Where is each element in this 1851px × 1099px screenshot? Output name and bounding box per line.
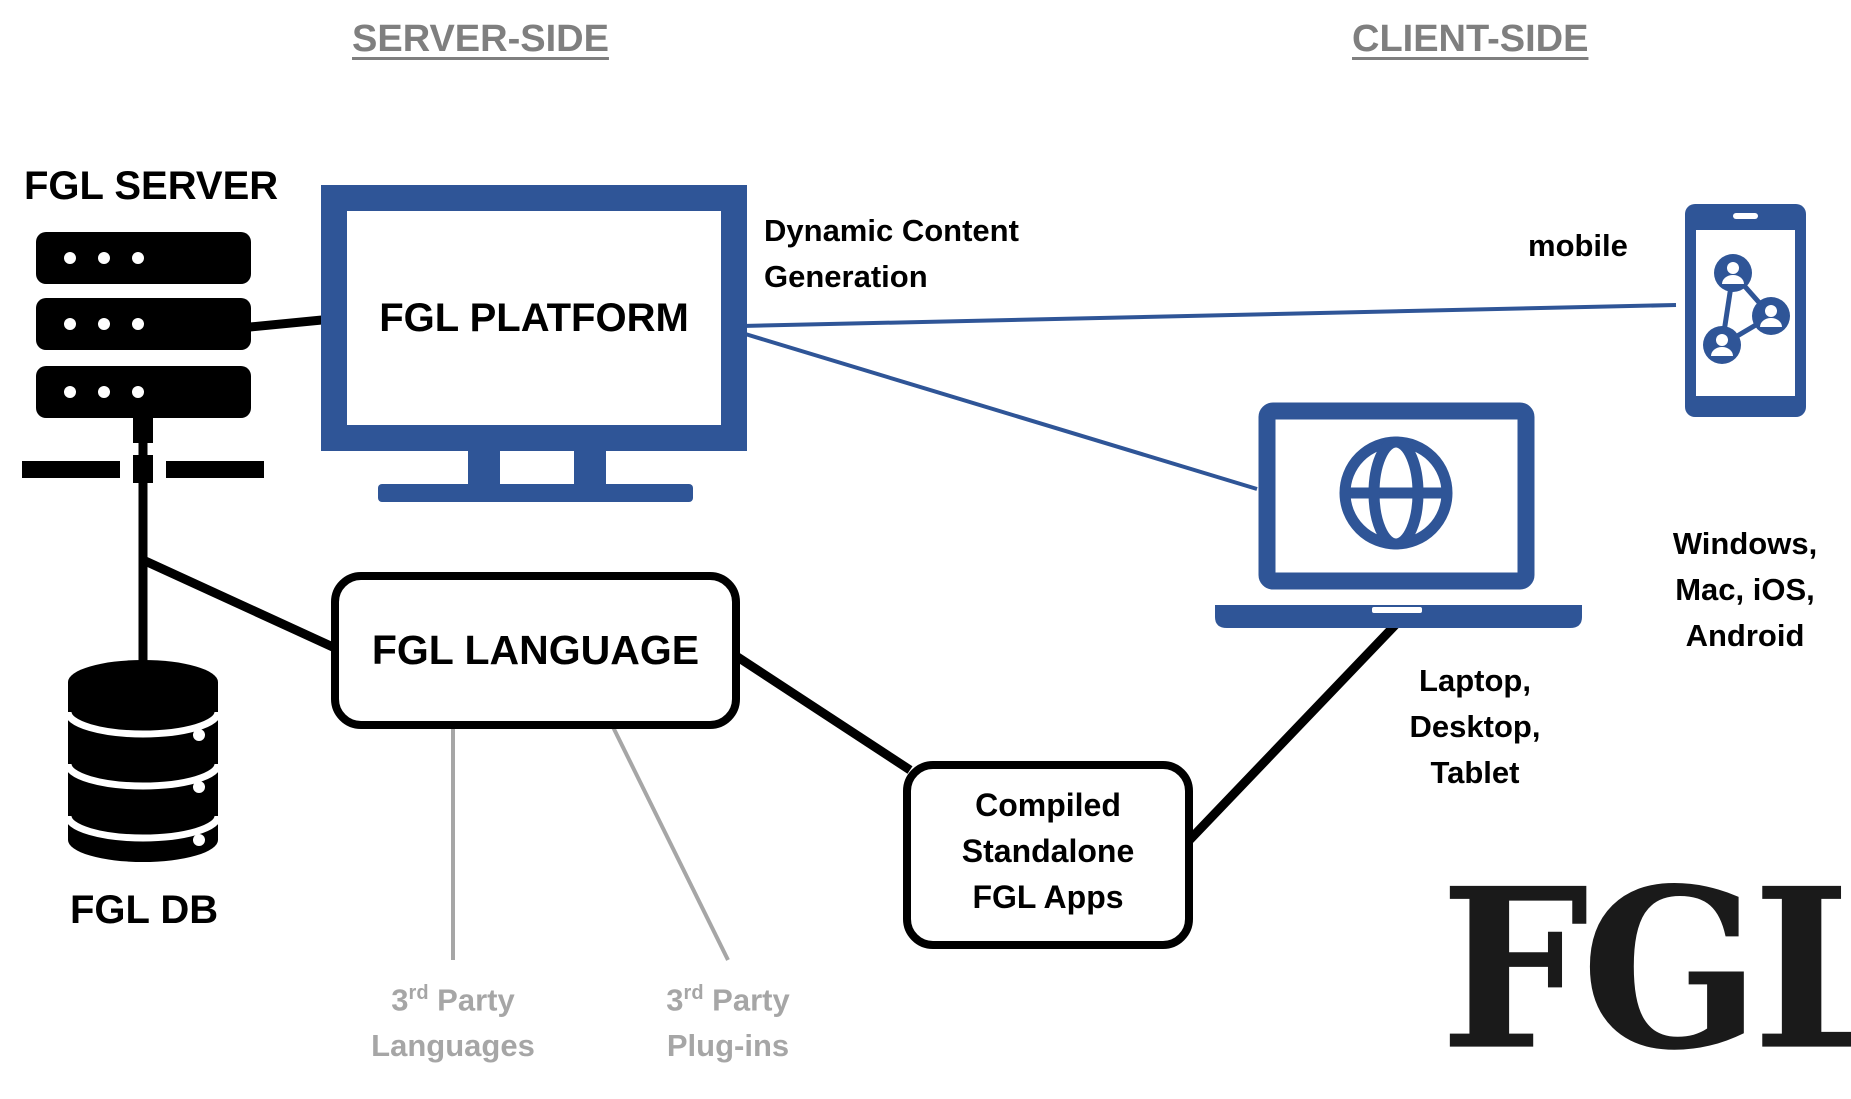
server-to-language-line bbox=[141, 555, 337, 653]
os-line-1: Windows, bbox=[1672, 526, 1818, 561]
language-label: FGL LANGUAGE bbox=[371, 627, 700, 673]
laptop-line-2: Desktop, bbox=[1409, 709, 1541, 744]
language-to-3rd-plugins-line bbox=[610, 724, 730, 961]
third-party-languages-label: 3rd Party Languages bbox=[353, 970, 553, 1069]
mobile-phone-icon bbox=[1685, 204, 1806, 417]
laptop-devices-label: Laptop, Desktop, Tablet bbox=[1385, 658, 1565, 796]
laptop-line-1: Laptop, bbox=[1419, 663, 1531, 698]
server-to-platform-line bbox=[249, 315, 323, 332]
compiled-apps-box bbox=[903, 761, 1193, 949]
fgl-logo: FGL bbox=[1440, 839, 1851, 1099]
laptop-line-3: Tablet bbox=[1430, 755, 1520, 790]
third-party-plugins-label: 3rd Party Plug-ins bbox=[628, 970, 828, 1069]
globe-icon bbox=[1339, 436, 1453, 550]
compiled-to-laptop-line bbox=[1176, 616, 1404, 854]
client-side-heading: CLIENT-SIDE bbox=[1352, 18, 1589, 60]
language-box bbox=[331, 572, 740, 729]
diagram-canvas bbox=[22, 185, 1806, 961]
user-network-icon bbox=[1703, 254, 1790, 364]
mobile-label: mobile bbox=[1528, 228, 1628, 263]
db-label: FGL DB bbox=[70, 888, 219, 932]
os-line-2: Mac, iOS, bbox=[1675, 572, 1815, 607]
dynamic-content-label: Dynamic Content Generation bbox=[764, 208, 1019, 300]
platform-to-mobile-line bbox=[741, 303, 1677, 328]
language-to-compiled-line bbox=[727, 648, 913, 774]
monitor-icon bbox=[321, 185, 747, 502]
third-party-plugins-line-2: Plug-ins bbox=[666, 1028, 790, 1064]
third-party-languages-line-2: Languages bbox=[371, 1028, 535, 1064]
server-rack-icon bbox=[22, 232, 264, 483]
os-line-3: Android bbox=[1685, 618, 1805, 653]
os-label: Windows, Mac, iOS, Android bbox=[1650, 521, 1840, 659]
third-party-plugins-line-1: 3rd Party bbox=[666, 982, 790, 1018]
dynamic-line-1: Dynamic Content bbox=[764, 213, 1019, 248]
dynamic-line-2: Generation bbox=[764, 259, 928, 294]
compiled-apps-label: Compiled Standalone FGL Apps bbox=[911, 782, 1185, 920]
compiled-line-2: Standalone bbox=[961, 833, 1135, 869]
compiled-line-1: Compiled bbox=[975, 787, 1121, 823]
platform-to-laptop-line bbox=[741, 331, 1258, 491]
server-side-heading: SERVER-SIDE bbox=[352, 18, 609, 60]
laptop-icon bbox=[1215, 402, 1582, 628]
database-icon bbox=[64, 660, 222, 862]
third-party-languages-line-1: 3rd Party bbox=[391, 982, 515, 1018]
compiled-line-3: FGL Apps bbox=[972, 879, 1124, 915]
platform-label: FGL PLATFORM bbox=[379, 295, 689, 340]
server-label: FGL SERVER bbox=[24, 164, 279, 208]
